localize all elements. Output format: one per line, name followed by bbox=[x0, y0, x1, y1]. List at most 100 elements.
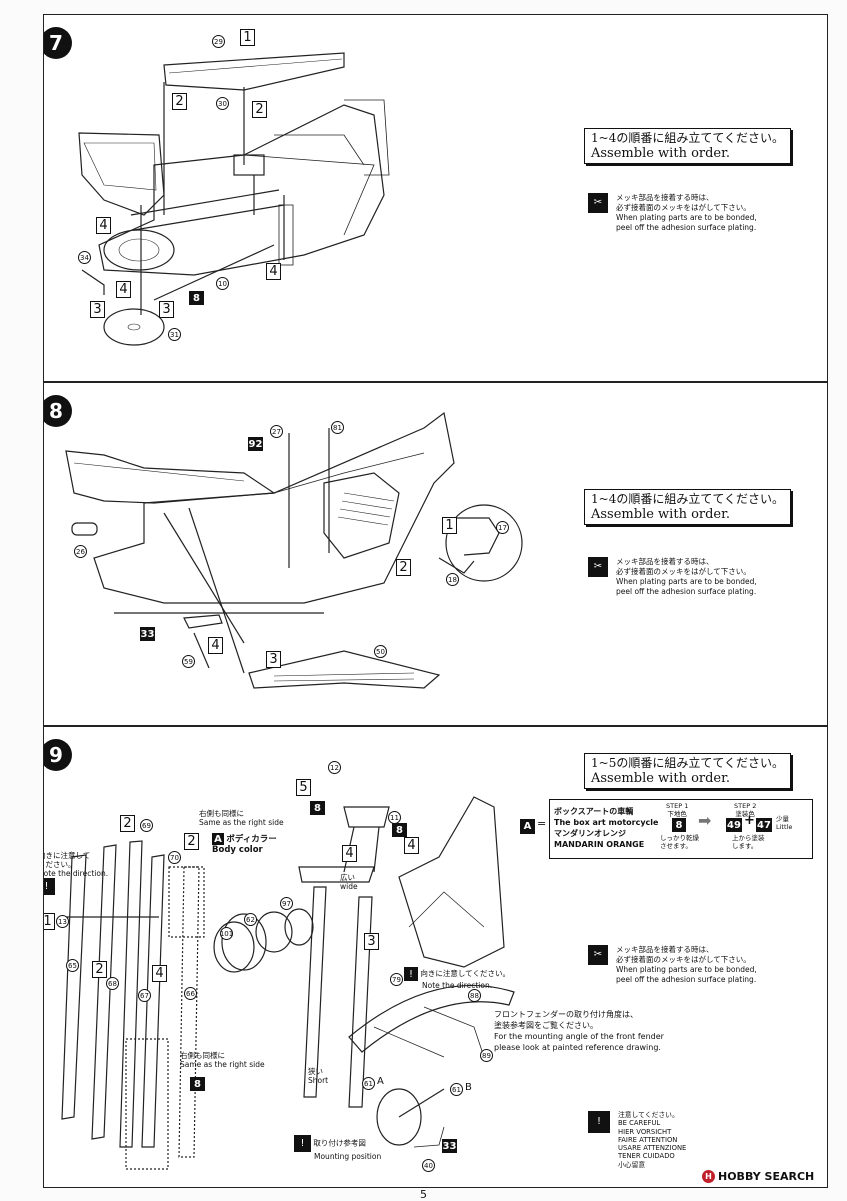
page-number: 5 bbox=[420, 1188, 427, 1201]
plating-note: ✂ メッキ部品を接着する時は、 必ず接着面のメッキをはがして下さい。 When … bbox=[588, 193, 757, 233]
part-31: 31 bbox=[168, 328, 181, 341]
sub-step-2a: 2 bbox=[120, 815, 135, 832]
direction-note: ! 向きに注意してください。Note the direction. bbox=[404, 967, 510, 990]
caution-icon: ✂ bbox=[588, 193, 608, 213]
order-jp: 1~4の順番に組み立ててください。 bbox=[591, 131, 784, 145]
part-97: 97 bbox=[280, 897, 293, 910]
part-68: 68 bbox=[106, 977, 119, 990]
step2-color-code-2: 47 bbox=[756, 818, 772, 832]
sub-step-2c: 2 bbox=[92, 961, 107, 978]
arrow-right-icon: ➡ bbox=[698, 811, 712, 830]
step-9-panel: 9 bbox=[43, 726, 828, 1188]
point-b: B bbox=[465, 1082, 472, 1093]
part-29: 29 bbox=[212, 35, 225, 48]
sub-step-3: 3 bbox=[364, 933, 379, 950]
paint-8b: 8 bbox=[392, 823, 407, 837]
be-careful-note: ! 注意してください。 BE CAREFUL HIER VORSICHT FAI… bbox=[588, 1111, 686, 1169]
sub-step-1: 1 bbox=[442, 517, 457, 534]
step-8-frame-drawing bbox=[65, 411, 523, 689]
part-79: 79 bbox=[390, 973, 403, 986]
step1-color-code: 8 bbox=[672, 818, 686, 832]
part-50: 50 bbox=[374, 645, 387, 658]
sub-step-4a: 4 bbox=[342, 845, 357, 862]
sub-step-2b: 2 bbox=[252, 101, 267, 118]
paint-92: 92 bbox=[248, 437, 263, 451]
step-number: 7 bbox=[44, 27, 72, 59]
part-66: 66 bbox=[184, 987, 197, 1000]
hobby-search-logo: H HOBBY SEARCH bbox=[702, 1170, 814, 1183]
sub-step-1: 1 bbox=[240, 29, 255, 46]
part-61a: 61 bbox=[362, 1077, 375, 1090]
assembly-order-box: 1~5の順番に組み立ててください。 Assemble with order. bbox=[584, 753, 791, 789]
assembly-order-box: 1~4の順番に組み立ててください。 Assemble with order. bbox=[584, 489, 791, 525]
part-18: 18 bbox=[446, 573, 459, 586]
part-61b: 61 bbox=[450, 1083, 463, 1096]
paint-33: 33 bbox=[442, 1139, 457, 1153]
part-101: 101 bbox=[220, 927, 233, 940]
part-10: 10 bbox=[216, 277, 229, 290]
part-30: 30 bbox=[216, 97, 229, 110]
part-13: 13 bbox=[56, 915, 69, 928]
paint-8c: 8 bbox=[190, 1077, 205, 1091]
warning-icon: ! bbox=[294, 1135, 311, 1152]
part-12: 12 bbox=[328, 761, 341, 774]
part-81: 81 bbox=[331, 421, 344, 434]
plating-note: ✂ メッキ部品を接着する時は、 必ず接着面のメッキをはがして下さい。 When … bbox=[588, 557, 757, 597]
sub-step-4: 4 bbox=[208, 637, 223, 654]
part-17: 17 bbox=[496, 521, 509, 534]
part-40: 40 bbox=[422, 1159, 435, 1172]
part-59: 59 bbox=[182, 655, 195, 668]
sub-step-4c: 4 bbox=[266, 263, 281, 280]
fender-angle-note: フロントフェンダーの取り付け角度は、 塗装参考図をご覧ください。 For the… bbox=[494, 1010, 664, 1052]
assembly-order-box: 1~4の順番に組み立ててください。 Assemble with order. bbox=[584, 128, 791, 164]
part-26: 26 bbox=[74, 545, 87, 558]
part-69: 69 bbox=[140, 819, 153, 832]
part-88: 88 bbox=[468, 989, 481, 1002]
part-89: 89 bbox=[480, 1049, 493, 1062]
step2-color-code-1: 49 bbox=[726, 818, 742, 832]
sub-step-2a: 2 bbox=[172, 93, 187, 110]
step-9-fork-drawing bbox=[61, 796, 515, 1170]
sub-step-1: 1 bbox=[44, 913, 55, 930]
sub-step-3: 3 bbox=[266, 651, 281, 668]
sub-step-5: 5 bbox=[296, 779, 311, 796]
step-number: 8 bbox=[44, 395, 72, 427]
part-27: 27 bbox=[270, 425, 283, 438]
plating-note: ✂ メッキ部品を接着する時は、 必ず接着面のメッキをはがして下さい。 When … bbox=[588, 945, 757, 985]
warning-icon: ! bbox=[588, 1111, 610, 1133]
sub-step-2: 2 bbox=[396, 559, 411, 576]
sub-step-4b: 4 bbox=[116, 281, 131, 298]
part-34: 34 bbox=[78, 251, 91, 264]
part-62: 62 bbox=[244, 913, 257, 926]
equals-sign: = bbox=[537, 817, 547, 830]
paint-8a: 8 bbox=[310, 801, 325, 815]
warning-icon: ! bbox=[44, 878, 55, 895]
sub-step-3a: 3 bbox=[90, 301, 105, 318]
step-number: 9 bbox=[44, 739, 72, 771]
part-65: 65 bbox=[66, 959, 79, 972]
step-7-panel: 7 bbox=[43, 14, 828, 382]
step-7-frame-drawing bbox=[78, 52, 390, 346]
paint-8: 8 bbox=[189, 291, 204, 305]
paint-33: 33 bbox=[140, 627, 155, 641]
caution-icon: ✂ bbox=[588, 945, 608, 965]
warning-icon: ! bbox=[404, 967, 418, 981]
sub-step-4b: 4 bbox=[404, 837, 419, 854]
sub-step-2b: 2 bbox=[184, 833, 199, 850]
logo-icon: H bbox=[702, 1170, 715, 1183]
sub-step-3b: 3 bbox=[159, 301, 174, 318]
order-en: Assemble with order. bbox=[591, 146, 731, 161]
sub-step-4a: 4 bbox=[96, 217, 111, 234]
caution-icon: ✂ bbox=[588, 557, 608, 577]
direction-note-left: 向きに注意してください。Note the direction. ! bbox=[44, 851, 108, 895]
part-70: 70 bbox=[168, 851, 181, 864]
point-a: A bbox=[377, 1076, 384, 1087]
step-8-panel: 8 bbox=[43, 382, 828, 726]
